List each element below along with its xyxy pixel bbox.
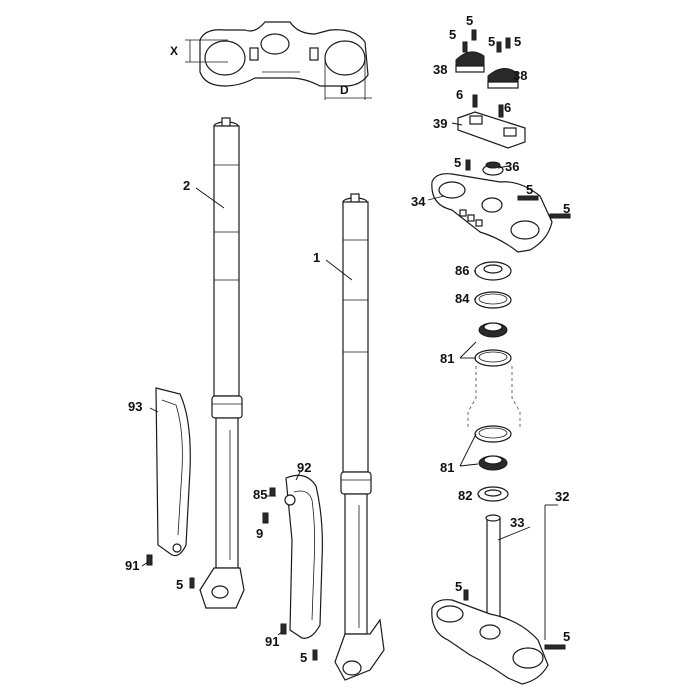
- callout-6-a: 6: [456, 87, 463, 102]
- callout-85: 85: [253, 487, 267, 502]
- callout-5-top-d: 5: [514, 34, 521, 49]
- handlebar-clamp-38-right: [487, 68, 519, 89]
- fork-guard-93: [155, 387, 191, 557]
- bearing-81-upper: [474, 322, 512, 367]
- dimension-x-label: X: [170, 44, 178, 58]
- callout-91-left: 91: [125, 558, 139, 573]
- triple-clamp-dimension-detail: [199, 21, 369, 87]
- lower-triple-clamp-32: [431, 589, 566, 685]
- bolts-6: [472, 94, 504, 118]
- fork-leg-right: [334, 193, 385, 681]
- callout-1: 1: [313, 250, 320, 265]
- callout-33: 33: [510, 515, 524, 530]
- callout-5-top-a: 5: [466, 13, 473, 28]
- seal-82: [477, 486, 509, 502]
- callout-5-top-b: 5: [449, 27, 456, 42]
- bearing-81-lower: [474, 425, 512, 471]
- callout-6-b: 6: [504, 100, 511, 115]
- callout-84: 84: [455, 291, 470, 306]
- callout-39: 39: [433, 116, 447, 131]
- dimension-d-label: D: [340, 83, 349, 97]
- callout-32: 32: [555, 489, 569, 504]
- clamp-bridge-39: [457, 111, 526, 149]
- callout-93: 93: [128, 399, 142, 414]
- callout-86: 86: [455, 263, 469, 278]
- callout-2: 2: [183, 178, 190, 193]
- steering-nut-36: [482, 161, 504, 176]
- callout-5-lower-side: 5: [563, 629, 570, 644]
- dimension-d: D: [324, 60, 372, 100]
- callout-38-right: 38: [513, 68, 527, 83]
- callout-5-side-b: 5: [563, 201, 570, 216]
- bolts-5-top: [462, 29, 511, 53]
- callout-9: 9: [256, 526, 263, 541]
- callout-81-upper: 81: [440, 351, 454, 366]
- callout-labels: 2 1 5 5 5 5 38 38 6 6 39 5 36 5 5 34 86 …: [125, 13, 570, 665]
- callout-5-top-c: 5: [488, 34, 495, 49]
- callout-82: 82: [458, 488, 472, 503]
- steering-stem-33: [485, 514, 501, 629]
- callout-34: 34: [411, 194, 426, 209]
- callout-5-lower-clamp: 5: [455, 579, 462, 594]
- callout-81-lower: 81: [440, 460, 454, 475]
- upper-triple-clamp-34: [431, 159, 571, 253]
- fork-leg-left: [199, 117, 245, 609]
- callout-38-left: 38: [433, 62, 447, 77]
- callout-91-right: 91: [265, 634, 279, 649]
- bearing-race-84: [474, 291, 512, 309]
- callout-5-right-foot: 5: [300, 650, 307, 665]
- leader-lines: [141, 122, 558, 640]
- callout-5-left-foot: 5: [176, 577, 183, 592]
- steering-head-outline: [467, 366, 521, 430]
- callout-92: 92: [297, 460, 311, 475]
- callout-5-clamp: 5: [454, 155, 461, 170]
- callout-36: 36: [505, 159, 519, 174]
- callout-5-side-a: 5: [526, 182, 533, 197]
- dust-seal-86: [474, 261, 512, 281]
- fork-guard-92: [284, 474, 323, 639]
- dimension-x: X: [170, 39, 228, 63]
- handlebar-clamp-38-left: [455, 51, 485, 73]
